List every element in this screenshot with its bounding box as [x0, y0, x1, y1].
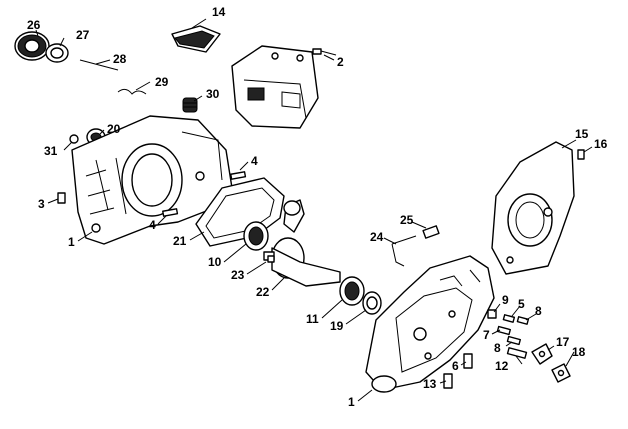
part-17-bracket — [531, 343, 553, 365]
part-5-pin — [502, 314, 516, 323]
callout-23: 23 — [231, 268, 245, 282]
callout-3: 3 — [38, 197, 45, 211]
part-2-screw — [312, 48, 337, 56]
callout-22: 22 — [256, 285, 270, 299]
part-8-pin-lower — [506, 335, 522, 346]
callout-26: 26 — [27, 18, 41, 32]
callout-16: 16 — [594, 137, 608, 151]
crankcase-right-half — [365, 255, 495, 393]
callout-24: 24 — [370, 230, 384, 244]
part-6-stud — [463, 353, 473, 369]
callout-1-left: 1 — [68, 235, 75, 249]
part-13-screw — [443, 373, 453, 389]
part-11-bearing — [339, 276, 365, 306]
callout-19: 19 — [330, 319, 344, 333]
callout-25: 25 — [400, 213, 414, 227]
callout-6: 6 — [452, 359, 459, 373]
callout-29: 29 — [155, 75, 169, 89]
part-7-pin — [496, 325, 512, 336]
part-28-pin — [79, 59, 119, 71]
part-31-nut — [69, 134, 79, 144]
callout-4-upper: 4 — [251, 154, 258, 168]
part-30-spring — [182, 97, 198, 113]
callout-1-right: 1 — [348, 395, 355, 409]
callout-labels: 26 27 28 29 14 2 30 20 31 3 1 4 4 21 10 … — [27, 5, 608, 409]
part-14-shield — [171, 25, 221, 53]
callout-7: 7 — [483, 328, 490, 342]
callout-17: 17 — [556, 335, 570, 349]
callout-14: 14 — [212, 5, 226, 19]
callout-15: 15 — [575, 127, 589, 141]
callout-2: 2 — [337, 55, 344, 69]
part-10-bearing — [243, 221, 269, 251]
part-26-sprocket — [14, 31, 50, 61]
part-4-dowel-lower — [162, 208, 179, 217]
part-29-clip — [117, 88, 147, 95]
part-24-elbow — [391, 235, 417, 267]
part-15-cover-plate — [491, 141, 575, 275]
callout-9: 9 — [502, 293, 509, 307]
callout-8-lower: 8 — [494, 341, 501, 355]
callout-4-lower: 4 — [149, 218, 156, 232]
part-22-crankshaft — [263, 199, 341, 287]
leader-lines — [35, 18, 593, 402]
callout-21: 21 — [173, 234, 187, 248]
part-8-pin-upper — [516, 316, 530, 325]
callout-8-upper: 8 — [535, 304, 542, 318]
callout-30: 30 — [206, 87, 220, 101]
part-25-fitting — [422, 225, 440, 239]
callout-28: 28 — [113, 52, 127, 66]
callout-12: 12 — [495, 359, 509, 373]
part-16-screw — [577, 149, 585, 160]
callout-27: 27 — [76, 28, 90, 42]
part-19-seal — [362, 291, 382, 315]
callout-10: 10 — [208, 255, 222, 269]
crankcase-left-half — [71, 115, 233, 245]
part-27-washer — [45, 43, 69, 63]
muffler — [231, 45, 319, 129]
callout-13: 13 — [423, 377, 437, 391]
part-9-plug — [487, 309, 497, 319]
callout-20: 20 — [107, 122, 121, 136]
part-4-dowel-upper — [230, 171, 247, 180]
part-3-screw — [57, 192, 66, 204]
callout-18: 18 — [572, 345, 586, 359]
part-18-bracket — [551, 363, 571, 383]
callout-11: 11 — [306, 312, 319, 326]
part-23-key — [267, 255, 275, 263]
callout-5: 5 — [518, 297, 525, 311]
callout-31: 31 — [44, 144, 58, 158]
